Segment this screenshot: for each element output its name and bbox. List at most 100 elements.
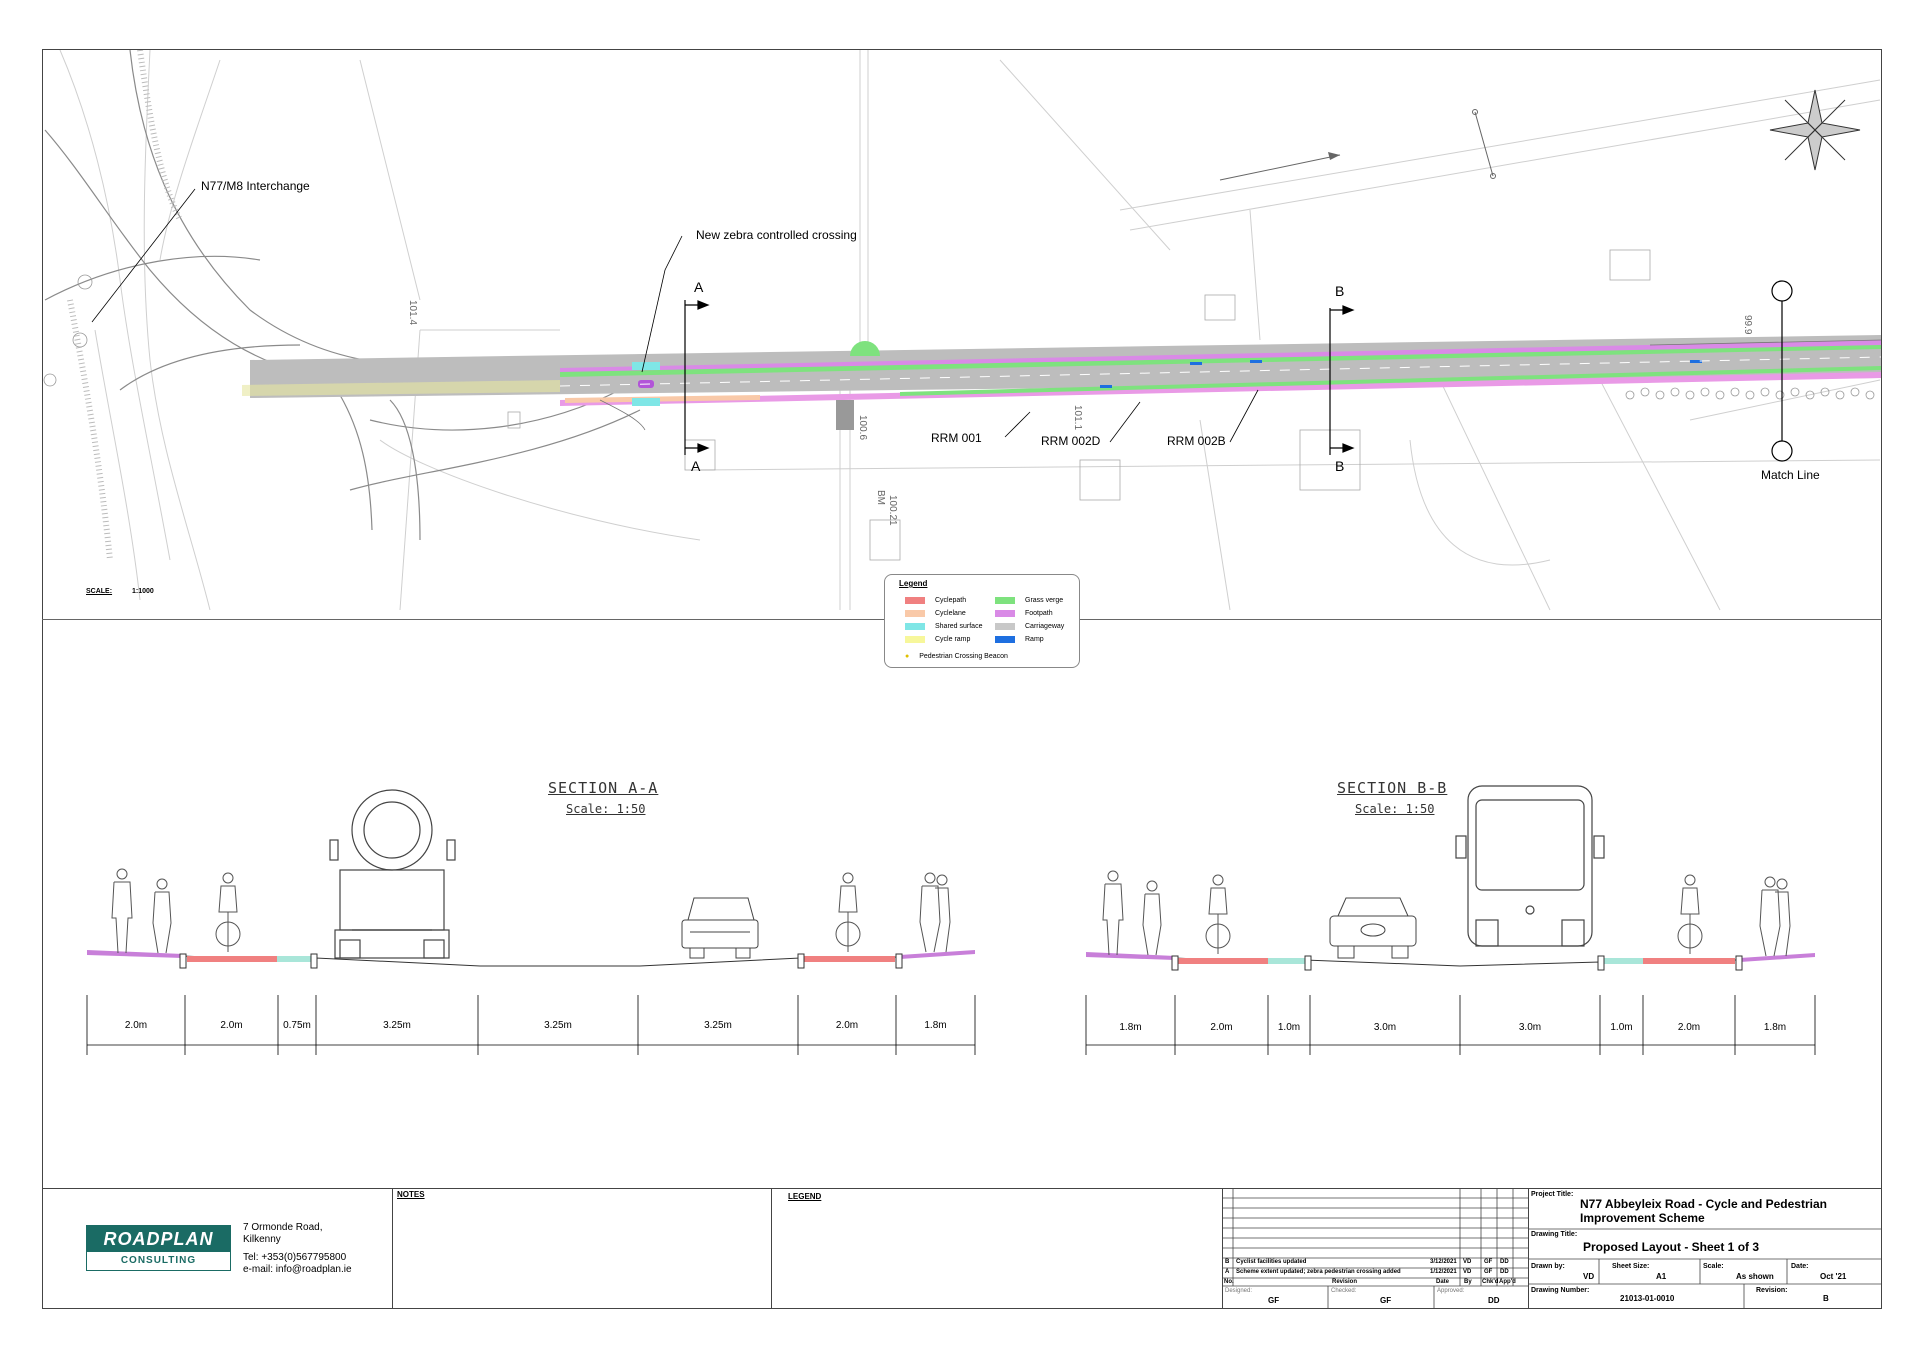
- drawing-info-grid: [1528, 1228, 1882, 1309]
- drawing-border: [42, 49, 1882, 1309]
- checked-label: Checked:: [1331, 1288, 1357, 1294]
- project-title-line-2: Improvement Scheme: [1580, 1211, 1705, 1225]
- scale-label: Scale:: [1703, 1263, 1724, 1270]
- tb-divider: [1528, 1188, 1529, 1309]
- designed-label: Designed:: [1225, 1288, 1253, 1294]
- rev-header-app: App'd: [1499, 1279, 1516, 1285]
- rev-app: DD: [1500, 1259, 1509, 1265]
- dimension-label: 3.25m: [383, 1020, 411, 1031]
- tb-divider: [1222, 1188, 1223, 1309]
- scale-value: As shown: [1736, 1272, 1774, 1281]
- project-title-line-1: N77 Abbeyleix Road - Cycle and Pedestria…: [1580, 1197, 1827, 1211]
- project-title-label: Project Title:: [1531, 1191, 1574, 1198]
- sheet-size-value: A1: [1656, 1272, 1667, 1281]
- legend-item-label: Shared surface: [935, 623, 983, 630]
- checked-value: GF: [1380, 1296, 1392, 1305]
- match-line-label: Match Line: [1761, 468, 1820, 482]
- legend-item-label: Cycle ramp: [935, 636, 971, 643]
- legend-item: Shared surface: [905, 623, 982, 630]
- rev-by: VD: [1463, 1259, 1472, 1265]
- north-arrow-icon: [1769, 89, 1861, 171]
- plan-scale-value: 1:1000: [132, 588, 154, 595]
- revision-table: [1222, 1188, 1529, 1309]
- company-logo: ROADPLAN CONSULTING: [86, 1225, 231, 1271]
- dimension-label: 2.0m: [835, 1020, 859, 1031]
- notes-label: NOTES: [397, 1190, 425, 1199]
- level-label: 101.4: [407, 300, 418, 325]
- car-icon: [681, 897, 759, 959]
- dimension-label: 1.0m: [1610, 1022, 1633, 1033]
- approved-label: Approved:: [1437, 1288, 1465, 1294]
- address-line-2: Kilkenny: [243, 1234, 281, 1245]
- rev-desc: Scheme extent updated; zebra pedestrian …: [1236, 1269, 1401, 1275]
- legend-item-label: Grass verge: [1025, 597, 1064, 604]
- level-label: 99.9: [1742, 315, 1753, 335]
- level-label: 101.1: [1072, 405, 1083, 430]
- legend-item: Grass verge: [995, 597, 1063, 604]
- section-a-scale: Scale: 1:50: [566, 802, 646, 816]
- legend-item: Cyclelane: [905, 610, 966, 617]
- dimension-label: 3.0m: [1518, 1022, 1542, 1033]
- rev-chk: GF: [1484, 1259, 1493, 1265]
- drawing-number-value: 21013-01-0010: [1620, 1294, 1675, 1303]
- date-label: Date:: [1791, 1263, 1809, 1270]
- dimension-label: 3.25m: [704, 1020, 732, 1031]
- address-line-1: 7 Ormonde Road,: [243, 1222, 323, 1233]
- sheet-size-label: Sheet Size:: [1612, 1263, 1650, 1270]
- dimension-label: 1.8m: [1119, 1022, 1142, 1033]
- company-address: 7 Ormonde Road, Kilkenny Tel: +353(0)567…: [243, 1222, 352, 1276]
- tb-divider: [392, 1188, 393, 1309]
- section-b-scale: Scale: 1:50: [1355, 802, 1435, 816]
- drawn-by-value: VD: [1583, 1272, 1595, 1281]
- level-label: 100.21: [887, 495, 898, 526]
- legend-swatch: [995, 610, 1015, 617]
- legend-item: Ramp: [995, 636, 1044, 643]
- rev-app: DD: [1500, 1269, 1509, 1275]
- legend-swatch: [995, 636, 1015, 643]
- rev-header-chk: Chk'd: [1482, 1279, 1499, 1285]
- company-logo-sub: CONSULTING: [120, 1255, 197, 1266]
- rrm002b-label: RRM 002B: [1167, 434, 1226, 448]
- section-a-bottom-label: A: [691, 458, 701, 474]
- rev-by: VD: [1463, 1269, 1472, 1275]
- legend-item: Footpath: [995, 610, 1053, 617]
- legend-item-label: Footpath: [1025, 610, 1053, 617]
- legend-swatch: [905, 610, 925, 617]
- legend-title: Legend: [899, 579, 928, 588]
- dimension-label: 2.0m: [1210, 1022, 1233, 1033]
- bus-icon: [1455, 785, 1605, 947]
- plan-view: 101.4 99.9 101.1 100.6 BM 100.21: [43, 50, 1881, 611]
- company-logo-name: ROADPLAN: [87, 1226, 230, 1252]
- rev-header-revision: Revision: [1332, 1279, 1358, 1285]
- rev-no: B: [1225, 1259, 1230, 1265]
- legend-swatch: [905, 636, 925, 643]
- date-value: Oct '21: [1820, 1272, 1847, 1281]
- interchange-label: N77/M8 Interchange: [201, 179, 310, 193]
- section-a-top-label: A: [694, 279, 704, 295]
- car-icon: [1329, 897, 1417, 959]
- dimension-label: 1.8m: [1763, 1022, 1787, 1033]
- legend-item: Carriageway: [995, 623, 1064, 630]
- drawing-number-label: Drawing Number:: [1531, 1287, 1590, 1294]
- legend-item: Cyclepath: [905, 597, 966, 604]
- level-label: 100.6: [857, 415, 868, 440]
- section-b-top-label: B: [1335, 283, 1345, 299]
- drawing-title-label: Drawing Title:: [1531, 1231, 1578, 1238]
- plan-scale-label: SCALE:: [86, 588, 113, 595]
- legend-item-label: Cyclelane: [935, 610, 966, 617]
- revision-header: No. Revision Date By Chk'd App'd: [1222, 1278, 1529, 1288]
- legend-beacon-label: Pedestrian Crossing Beacon: [919, 653, 1008, 660]
- dimension-label: 1.0m: [1277, 1022, 1301, 1033]
- legend-item-label: Carriageway: [1025, 623, 1065, 630]
- revision-row: B Cyclist facilities updated 3/12/2021 V…: [1222, 1258, 1529, 1268]
- project-title: N77 Abbeyleix Road - Cycle and Pedestria…: [1580, 1197, 1827, 1225]
- rev-header-date: Date: [1436, 1279, 1450, 1285]
- rev-header-no: No.: [1224, 1279, 1234, 1285]
- section-b-bottom-label: B: [1335, 458, 1345, 474]
- rrm002d-label: RRM 002D: [1041, 434, 1101, 448]
- legend-swatch: [995, 597, 1015, 604]
- legend-item: Cycle ramp: [905, 636, 970, 643]
- legend-item-label: Ramp: [1025, 636, 1044, 643]
- drawing-title: Proposed Layout - Sheet 1 of 3: [1583, 1240, 1760, 1254]
